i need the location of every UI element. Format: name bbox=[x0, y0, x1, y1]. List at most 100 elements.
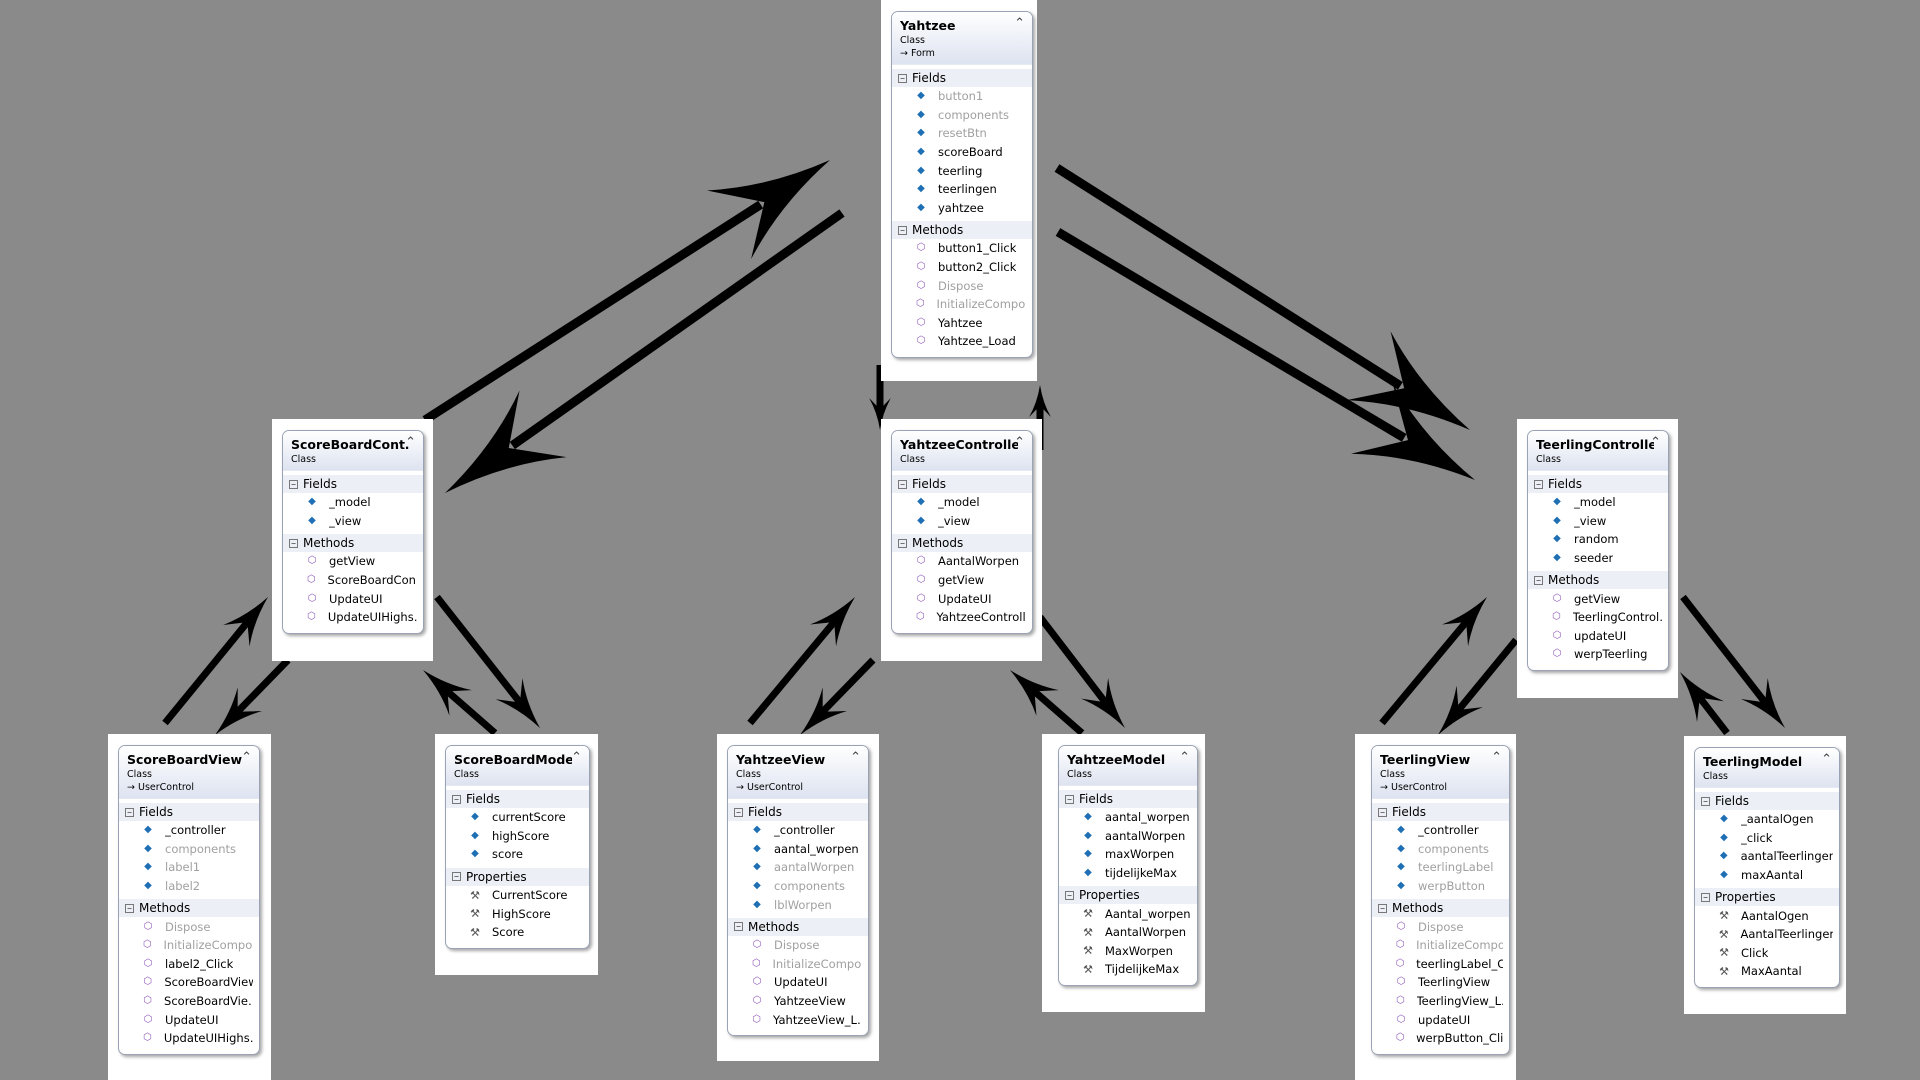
double-chevron-up-icon[interactable]: ⌃ bbox=[1491, 750, 1502, 765]
field-row[interactable]: ◆_controller bbox=[1372, 821, 1509, 840]
field-row[interactable]: ◆_click bbox=[1695, 829, 1839, 848]
section-header-field[interactable]: −Fields bbox=[446, 790, 589, 808]
field-row[interactable]: ◆maxWorpen bbox=[1059, 845, 1197, 864]
method-row[interactable]: ⬡InitializeCompo… bbox=[119, 936, 259, 955]
minus-toggle-icon[interactable]: − bbox=[898, 479, 907, 489]
property-row[interactable]: ⚒AantalWorpen bbox=[1059, 923, 1197, 942]
field-row[interactable]: ◆label2 bbox=[119, 877, 259, 896]
field-row[interactable]: ◆button1 bbox=[892, 87, 1032, 106]
minus-toggle-icon[interactable]: − bbox=[452, 872, 461, 882]
minus-toggle-icon[interactable]: − bbox=[898, 538, 907, 548]
double-chevron-up-icon[interactable]: ⌃ bbox=[850, 750, 861, 765]
class-box-scoreboard-controller[interactable]: ScoreBoardCont…Class⌃−Fields◆_model◆_vie… bbox=[282, 430, 424, 634]
property-row[interactable]: ⚒MaxAantal bbox=[1695, 962, 1839, 981]
field-row[interactable]: ◆components bbox=[728, 877, 868, 896]
field-row[interactable]: ◆components bbox=[1372, 840, 1509, 859]
section-header-field[interactable]: −Fields bbox=[892, 69, 1032, 87]
field-row[interactable]: ◆_view bbox=[892, 512, 1032, 531]
property-row[interactable]: ⚒MaxWorpen bbox=[1059, 942, 1197, 961]
minus-toggle-icon[interactable]: − bbox=[898, 225, 907, 235]
section-header-field[interactable]: −Fields bbox=[892, 475, 1032, 493]
method-row[interactable]: ⬡Dispose bbox=[728, 936, 868, 955]
field-row[interactable]: ◆maxAantal bbox=[1695, 866, 1839, 885]
method-row[interactable]: ⬡ScoreBoardCon… bbox=[283, 571, 423, 590]
field-row[interactable]: ◆highScore bbox=[446, 827, 589, 846]
property-row[interactable]: ⚒TijdelijkeMax bbox=[1059, 960, 1197, 979]
section-header-field[interactable]: −Fields bbox=[1059, 790, 1197, 808]
method-row[interactable]: ⬡AantalWorpen bbox=[892, 552, 1032, 571]
method-row[interactable]: ⬡teerlingLabel_C… bbox=[1372, 955, 1509, 974]
method-row[interactable]: ⬡updateUI bbox=[1372, 1010, 1509, 1029]
field-row[interactable]: ◆aantalWorpen bbox=[1059, 827, 1197, 846]
field-row[interactable]: ◆_view bbox=[1528, 512, 1668, 531]
method-row[interactable]: ⬡Yahtzee bbox=[892, 314, 1032, 333]
section-header-method[interactable]: −Methods bbox=[119, 899, 259, 918]
field-row[interactable]: ◆_controller bbox=[119, 821, 259, 840]
field-row[interactable]: ◆random bbox=[1528, 530, 1668, 549]
field-row[interactable]: ◆_model bbox=[283, 493, 423, 512]
method-row[interactable]: ⬡label2_Click bbox=[119, 955, 259, 974]
field-row[interactable]: ◆_view bbox=[283, 512, 423, 531]
minus-toggle-icon[interactable]: − bbox=[734, 922, 743, 932]
section-header-field[interactable]: −Fields bbox=[283, 475, 423, 493]
section-header-method[interactable]: −Methods bbox=[892, 534, 1032, 553]
double-chevron-up-icon[interactable]: ⌃ bbox=[571, 750, 582, 765]
field-row[interactable]: ◆teerlingLabel bbox=[1372, 858, 1509, 877]
field-row[interactable]: ◆tijdelijkeMax bbox=[1059, 864, 1197, 883]
field-row[interactable]: ◆_model bbox=[892, 493, 1032, 512]
method-row[interactable]: ⬡werpTeerling bbox=[1528, 645, 1668, 664]
field-row[interactable]: ◆label1 bbox=[119, 858, 259, 877]
section-header-method[interactable]: −Methods bbox=[892, 221, 1032, 240]
field-row[interactable]: ◆score bbox=[446, 845, 589, 864]
method-row[interactable]: ⬡Yahtzee_Load bbox=[892, 332, 1032, 351]
property-row[interactable]: ⚒AantalOgen bbox=[1695, 906, 1839, 925]
method-row[interactable]: ⬡TeerlingControl… bbox=[1528, 608, 1668, 627]
minus-toggle-icon[interactable]: − bbox=[1534, 479, 1543, 489]
section-header-method[interactable]: −Methods bbox=[1372, 899, 1509, 918]
field-row[interactable]: ◆components bbox=[892, 106, 1032, 125]
method-row[interactable]: ⬡ScoreBoardView bbox=[119, 973, 259, 992]
method-row[interactable]: ⬡YahtzeeControll… bbox=[892, 608, 1032, 627]
section-header-field[interactable]: −Fields bbox=[1372, 803, 1509, 821]
minus-toggle-icon[interactable]: − bbox=[125, 903, 134, 913]
field-row[interactable]: ◆aantal_worpen bbox=[728, 840, 868, 859]
field-row[interactable]: ◆scoreBoard bbox=[892, 143, 1032, 162]
section-header-field[interactable]: −Fields bbox=[728, 803, 868, 821]
section-header-method[interactable]: −Methods bbox=[283, 534, 423, 553]
method-row[interactable]: ⬡werpButton_Click bbox=[1372, 1029, 1509, 1048]
field-row[interactable]: ◆yahtzee bbox=[892, 199, 1032, 218]
double-chevron-up-icon[interactable]: ⌃ bbox=[405, 435, 416, 450]
minus-toggle-icon[interactable]: − bbox=[452, 794, 461, 804]
property-row[interactable]: ⚒Aantal_worpen bbox=[1059, 904, 1197, 923]
section-header-prop[interactable]: −Properties bbox=[1695, 888, 1839, 907]
method-row[interactable]: ⬡button2_Click bbox=[892, 258, 1032, 277]
method-row[interactable]: ⬡Dispose bbox=[1372, 917, 1509, 936]
field-row[interactable]: ◆_aantalOgen bbox=[1695, 810, 1839, 829]
method-row[interactable]: ⬡InitializeCompo… bbox=[1372, 936, 1509, 955]
field-row[interactable]: ◆aantal_worpen bbox=[1059, 808, 1197, 827]
method-row[interactable]: ⬡InitializeCompo… bbox=[892, 295, 1032, 314]
double-chevron-up-icon[interactable]: ⌃ bbox=[1821, 752, 1832, 767]
method-row[interactable]: ⬡TeerlingView bbox=[1372, 973, 1509, 992]
double-chevron-up-icon[interactable]: ⌃ bbox=[1179, 750, 1190, 765]
method-row[interactable]: ⬡TeerlingView_L… bbox=[1372, 992, 1509, 1011]
field-row[interactable]: ◆components bbox=[119, 840, 259, 859]
property-row[interactable]: ⚒Score bbox=[446, 923, 589, 942]
method-row[interactable]: ⬡Dispose bbox=[892, 276, 1032, 295]
method-row[interactable]: ⬡ScoreBoardVie… bbox=[119, 992, 259, 1011]
section-header-field[interactable]: −Fields bbox=[1695, 792, 1839, 810]
section-header-field[interactable]: −Fields bbox=[1528, 475, 1668, 493]
method-row[interactable]: ⬡button1_Click bbox=[892, 239, 1032, 258]
double-chevron-up-icon[interactable]: ⌃ bbox=[1014, 435, 1025, 450]
field-row[interactable]: ◆teerlingen bbox=[892, 180, 1032, 199]
method-row[interactable]: ⬡UpdateUI bbox=[119, 1010, 259, 1029]
